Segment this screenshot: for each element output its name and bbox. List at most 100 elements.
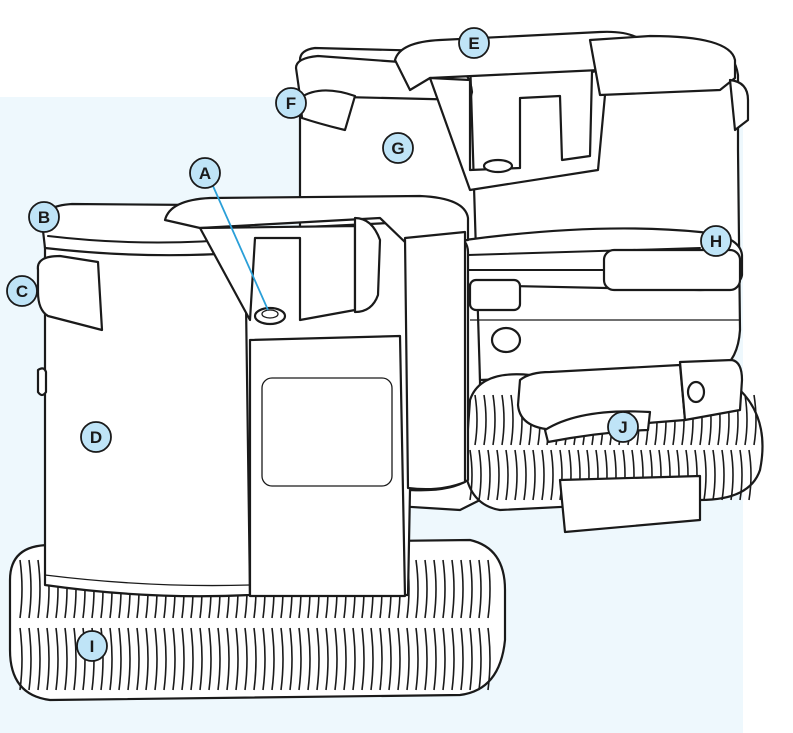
hose-coil-ring	[370, 627, 374, 691]
callout-circle	[275, 87, 307, 119]
callout-layer: A B C D E F G H I J	[6, 27, 732, 662]
hose-coil-ring	[460, 559, 464, 619]
hose-coil-ring	[154, 627, 158, 691]
callout-label: B	[38, 208, 50, 227]
hose-coil-ring	[451, 559, 455, 619]
hose-coil-ring	[487, 449, 491, 501]
hose-coil-ring	[487, 559, 491, 619]
hose-coil-ring	[748, 449, 752, 501]
hose-coil-ring	[46, 627, 50, 691]
hose-coil-ring	[388, 627, 392, 691]
hose-coil-ring	[753, 394, 757, 446]
hose-coil-ring	[37, 559, 41, 619]
hose-coil-ring	[136, 627, 140, 691]
hose-coil-ring	[492, 394, 496, 446]
hose-coil-ring	[523, 449, 527, 501]
callout-circle	[80, 421, 112, 453]
hose-coil-ring	[316, 627, 320, 691]
hose-coil-ring	[145, 627, 149, 691]
hose-coil-ring	[289, 627, 293, 691]
hose-coil-ring	[190, 627, 194, 691]
leader-line-a	[212, 185, 269, 311]
hose-coil-ring	[280, 627, 284, 691]
callout-i: I	[76, 630, 108, 662]
hose-coil-ring	[37, 627, 41, 691]
hose-coil-ring	[510, 394, 514, 446]
hose-coil-ring	[469, 559, 473, 619]
hose-coil-ring	[19, 559, 23, 619]
hose-coil-ring	[469, 449, 473, 501]
hose-coil-ring	[541, 449, 545, 501]
hose-coil-ring	[352, 627, 356, 691]
hose-coil-ring	[379, 627, 383, 691]
hose-coil-ring	[73, 627, 77, 691]
hose-coil-ring	[730, 449, 734, 501]
hose-coil-ring	[19, 627, 23, 691]
hose-coil-ring	[28, 559, 32, 619]
callout-g: G	[382, 132, 414, 164]
hose-coil-ring	[163, 627, 167, 691]
hose-coil-ring	[181, 627, 185, 691]
callout-a: A	[189, 157, 221, 189]
callout-circle	[458, 27, 490, 59]
hose-coil-ring	[739, 449, 743, 501]
callout-label: E	[468, 34, 479, 53]
hose-coil-ring	[496, 449, 500, 501]
hose-coil-ring	[406, 627, 410, 691]
callout-circle	[382, 132, 414, 164]
hose-coil-ring	[253, 627, 257, 691]
rear-hose	[463, 358, 764, 534]
hose-coil-ring	[55, 627, 59, 691]
hose-coil-ring	[712, 449, 716, 501]
hose-coil-ring	[744, 394, 748, 446]
hose-coil-ring	[397, 627, 401, 691]
hose-coil-ring	[127, 627, 131, 691]
hose-coil-ring	[501, 394, 505, 446]
callout-d: D	[80, 421, 112, 453]
hose-coil-ring	[172, 627, 176, 691]
hose-coil-ring	[325, 627, 329, 691]
hose-coil-ring	[514, 449, 518, 501]
hose-coil-ring	[415, 559, 419, 619]
hose-coil-ring	[199, 627, 203, 691]
hose-coil-ring	[100, 627, 104, 691]
callout-circle	[6, 275, 38, 307]
hose-coil-ring	[118, 627, 122, 691]
hose-coil-ring	[442, 627, 446, 691]
callout-label: C	[16, 282, 28, 301]
hose-coil-ring	[424, 627, 428, 691]
hose-coil-ring	[424, 559, 428, 619]
callout-j: J	[607, 411, 639, 443]
hose-coil-ring	[343, 627, 347, 691]
hose-coil-ring	[483, 394, 487, 446]
hose-coil-ring	[334, 627, 338, 691]
hose-coil-ring	[226, 627, 230, 691]
hose-coil-ring	[271, 627, 275, 691]
callout-label: J	[618, 418, 627, 437]
callout-b: B	[28, 201, 60, 233]
callout-label: I	[90, 637, 95, 656]
callout-circle	[28, 201, 60, 233]
hose-coil-ring	[109, 627, 113, 691]
callout-label: A	[199, 164, 211, 183]
callout-label: G	[391, 139, 404, 158]
hose-coil-ring	[460, 627, 464, 691]
hose-coil-ring	[361, 627, 365, 691]
callout-label: H	[710, 232, 722, 251]
hose-coil-ring	[433, 627, 437, 691]
callout-circle	[189, 157, 221, 189]
hose-coil-ring	[478, 559, 482, 619]
hose-coil-ring	[415, 627, 419, 691]
callout-h: H	[700, 225, 732, 257]
callout-c: C	[6, 275, 38, 307]
hose-coil-ring	[262, 627, 266, 691]
callout-label: F	[286, 94, 296, 113]
hose-coil-ring	[474, 394, 478, 446]
hose-coil-ring	[532, 449, 536, 501]
hose-coil-ring	[64, 627, 68, 691]
callout-e: E	[458, 27, 490, 59]
hose-coil-ring	[550, 449, 554, 501]
front-unit	[36, 194, 470, 598]
